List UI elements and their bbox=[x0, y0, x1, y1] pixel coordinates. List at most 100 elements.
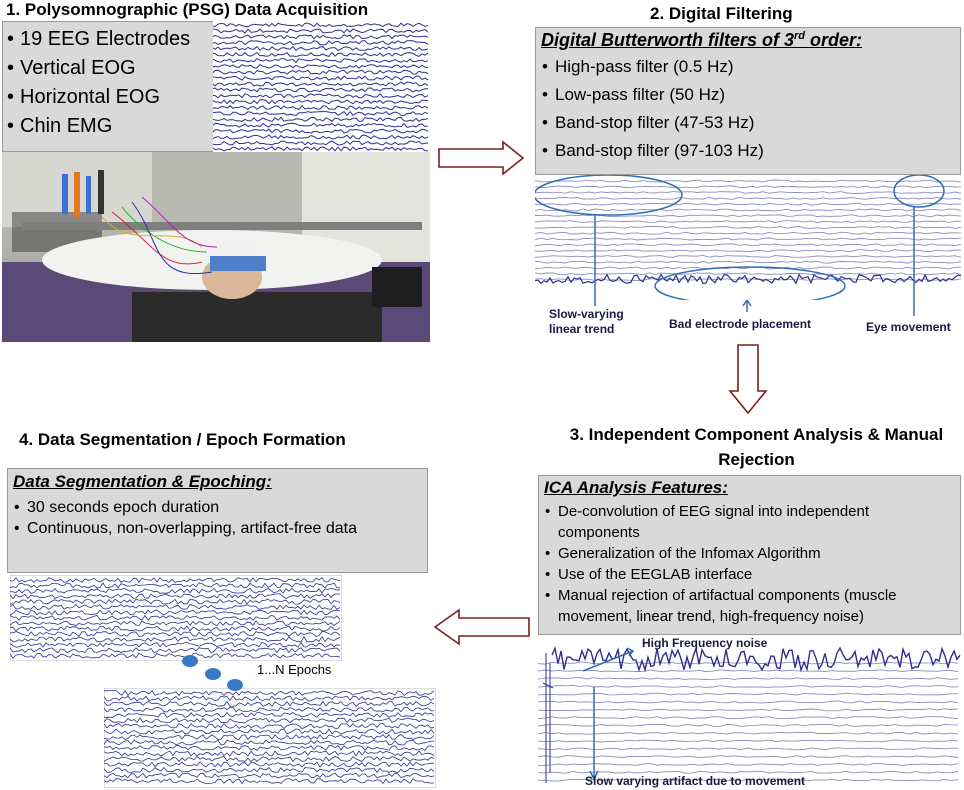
step1-eeg-traces bbox=[212, 21, 430, 152]
eeg-trace bbox=[212, 81, 429, 87]
step2-box: Digital Butterworth filters of 3rd order… bbox=[535, 27, 961, 175]
label-high-frequency: High Frequency noise bbox=[642, 636, 768, 650]
eeg-trace bbox=[10, 587, 341, 594]
step4-item: Continuous, non-overlapping, artifact-fr… bbox=[14, 518, 419, 539]
eeg-trace bbox=[535, 272, 961, 276]
step1-item: 19 EEG Electrodes bbox=[7, 25, 213, 54]
eeg-trace bbox=[212, 57, 429, 64]
step3-item: Use of the EEGLAB interface bbox=[545, 564, 954, 585]
eeg-trace bbox=[212, 28, 429, 34]
eeg-trace bbox=[10, 598, 341, 605]
eeg-trace bbox=[538, 778, 959, 782]
eeg-trace bbox=[212, 63, 429, 69]
eeg-trace bbox=[104, 690, 435, 697]
eeg-trace bbox=[535, 179, 961, 183]
eeg-trace bbox=[10, 609, 341, 616]
eeg-trace bbox=[212, 40, 429, 46]
eeg-trace bbox=[212, 99, 429, 105]
eeg-trace bbox=[10, 620, 341, 627]
eeg-trace bbox=[535, 243, 961, 247]
eeg-trace bbox=[212, 34, 429, 40]
eeg-trace bbox=[535, 191, 961, 194]
eeg-trace bbox=[538, 739, 959, 743]
step3-item: Generalization of the Infomax Algorithm bbox=[545, 543, 954, 564]
step1-list: 19 EEG Electrodes Vertical EOG Horizonta… bbox=[7, 25, 213, 141]
eeg-trace bbox=[10, 641, 341, 648]
eeg-trace bbox=[104, 712, 435, 718]
epoch-continuation-dots bbox=[182, 655, 243, 691]
eeg-trace bbox=[212, 134, 429, 140]
eeg-trace bbox=[535, 266, 961, 270]
eeg-trace bbox=[10, 582, 341, 589]
eeg-trace bbox=[212, 146, 429, 152]
eeg-trace bbox=[212, 87, 428, 93]
eeg-trace bbox=[212, 122, 429, 128]
eeg-trace bbox=[538, 755, 959, 758]
eeg-trace bbox=[535, 260, 961, 264]
step4-item: 30 seconds epoch duration bbox=[14, 497, 419, 518]
step2-item: High-pass filter (0.5 Hz) bbox=[542, 53, 960, 81]
eeg-trace bbox=[538, 770, 959, 774]
step4-box: Data Segmentation & Epoching: 30 seconds… bbox=[7, 468, 428, 573]
step3-ica-components bbox=[538, 643, 961, 790]
step2-list: High-pass filter (0.5 Hz) Low-pass filte… bbox=[542, 53, 960, 165]
eeg-trace bbox=[535, 196, 961, 200]
dot-icon bbox=[227, 679, 243, 691]
eeg-trace bbox=[104, 739, 435, 746]
eeg-trace bbox=[104, 755, 435, 763]
eeg-trace bbox=[538, 716, 959, 720]
eeg-trace bbox=[104, 728, 435, 735]
eeg-trace bbox=[538, 731, 959, 735]
eeg-trace bbox=[104, 761, 435, 768]
step3-heading: ICA Analysis Features: bbox=[544, 478, 728, 497]
label-bad-electrode: Bad electrode placement bbox=[669, 317, 812, 331]
eeg-trace bbox=[538, 669, 959, 673]
eeg-trace bbox=[538, 700, 959, 704]
eeg-trace bbox=[212, 104, 429, 111]
step3-box: ICA Analysis Features: De-convolution of… bbox=[538, 475, 961, 635]
arrow-left bbox=[433, 608, 530, 646]
eeg-trace bbox=[212, 128, 429, 134]
eeg-trace bbox=[212, 116, 429, 122]
eeg-trace bbox=[535, 185, 961, 189]
eeg-trace bbox=[535, 237, 961, 241]
eeg-trace bbox=[535, 249, 961, 253]
step2-annotation-arrows bbox=[594, 300, 915, 316]
eeg-trace bbox=[212, 69, 429, 75]
arrow-down bbox=[728, 344, 768, 415]
step1-item: Horizontal EOG bbox=[7, 83, 213, 112]
epoch-n-traces bbox=[104, 688, 436, 788]
step4-heading: Data Segmentation & Epoching: bbox=[13, 472, 272, 491]
arrow-right-1 bbox=[438, 140, 525, 176]
eeg-trace bbox=[535, 208, 961, 212]
eeg-trace bbox=[538, 684, 958, 688]
step2-item: Low-pass filter (50 Hz) bbox=[542, 81, 960, 109]
step2-title: 2. Digital Filtering bbox=[650, 4, 793, 23]
eeg-trace bbox=[10, 652, 341, 659]
eeg-trace bbox=[104, 733, 435, 741]
eeg-trace bbox=[10, 577, 341, 584]
eeg-trace bbox=[104, 706, 435, 713]
eeg-trace bbox=[104, 695, 435, 702]
step2-filtered-eeg bbox=[535, 175, 961, 300]
step3-item: Manual rejection of artifactual componen… bbox=[545, 585, 954, 627]
step1-item: Vertical EOG bbox=[7, 54, 213, 83]
eeg-trace bbox=[212, 22, 429, 28]
eeg-trace bbox=[538, 708, 959, 712]
step2-item: Band-stop filter (47-53 Hz) bbox=[542, 109, 960, 137]
eeg-trace bbox=[104, 772, 435, 779]
eeg-trace bbox=[535, 202, 961, 206]
eeg-trace bbox=[104, 766, 435, 773]
label-slow-artifact: Slow varying artifact due to movement bbox=[585, 774, 806, 788]
eeg-trace bbox=[212, 93, 429, 99]
psg-photo bbox=[2, 152, 430, 342]
eeg-trace bbox=[104, 778, 435, 785]
step2-heading: Digital Butterworth filters of 3rd order… bbox=[541, 30, 863, 50]
step3-item: De-convolution of EEG signal into indepe… bbox=[545, 501, 954, 543]
eeg-trace bbox=[104, 750, 435, 757]
eeg-trace bbox=[10, 604, 341, 611]
eeg-trace bbox=[212, 75, 429, 81]
epochs-label: 1...N Epochs bbox=[257, 662, 332, 677]
eeg-trace bbox=[535, 214, 961, 218]
eeg-trace bbox=[104, 723, 435, 730]
